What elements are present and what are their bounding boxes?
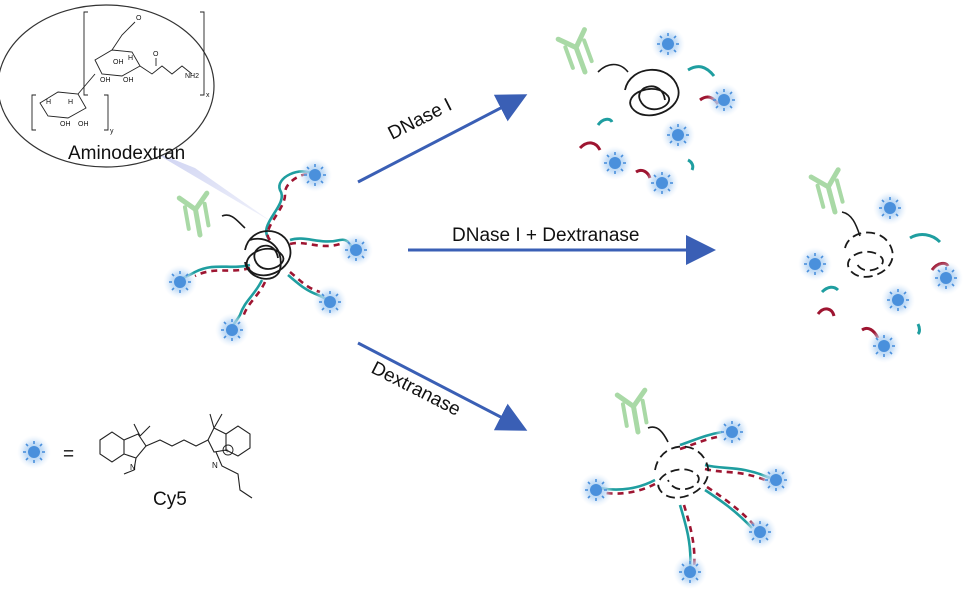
cy5-dye-icon	[706, 82, 742, 118]
cy5-dye-icon	[312, 284, 348, 320]
cy5-dye-icon	[644, 165, 680, 201]
cy5-structure-icon	[99, 413, 253, 499]
central-nanoparticle	[162, 157, 374, 348]
aminodextran-structure-icon	[31, 11, 205, 131]
cy5-dye-icon	[714, 414, 750, 450]
cy5-n-label-1: N	[212, 461, 218, 470]
cy5-dye-icon	[872, 190, 908, 226]
arrow-dnase-dextranase: DNase I + Dextranase	[408, 225, 716, 265]
oh-label-1: OH	[113, 59, 124, 66]
antibody-icon	[179, 193, 214, 237]
h-label-1: H	[46, 99, 51, 106]
cy5-dye-icon	[672, 554, 708, 590]
nh2-label: NH2	[185, 73, 199, 80]
cy5-n-label-2: N	[130, 463, 136, 472]
cy5-label: Cy5	[153, 489, 187, 510]
cy5-dye-icon	[650, 26, 686, 62]
cy5-dye-icon	[758, 462, 794, 498]
bracket-x-label: x	[206, 92, 210, 99]
bracket-y-label: y	[110, 128, 114, 135]
oh-label-5: OH	[78, 121, 89, 128]
cy5-dye-icon	[297, 157, 333, 193]
product-dnase-dextranase	[797, 170, 964, 364]
dextran-tangle-icon	[244, 230, 292, 280]
cy5-legend: = + N N Cy5	[16, 413, 253, 510]
cy5-dye-icon	[338, 232, 374, 268]
cy5-dye-icon	[797, 246, 833, 282]
dna-strand-icon	[599, 430, 771, 569]
cy5-dye-icon	[597, 145, 633, 181]
arrow-dnase: DNase I	[357, 94, 528, 184]
antibody-icon	[558, 30, 598, 77]
o-atom-label: O	[136, 15, 142, 22]
h-label-3: H	[128, 55, 133, 62]
legend-equals: =	[63, 444, 74, 465]
o-atom-label-2: O	[153, 51, 159, 58]
product-dnase	[558, 26, 742, 201]
oh-label-2: OH	[123, 77, 134, 84]
dextran-tangle-icon	[624, 68, 680, 117]
aminodextran-callout: O OH OH OH OH OH H H H O NH2 x y Aminode…	[0, 4, 272, 222]
cy5-dye-icon	[866, 328, 902, 364]
dextran-tangle-icon	[654, 445, 709, 499]
oh-label-3: OH	[100, 77, 111, 84]
arrow-dextranase: Dextranase	[357, 341, 528, 431]
h-label-2: H	[68, 99, 73, 106]
antibody-icon	[811, 170, 848, 216]
antibody-icon	[617, 390, 652, 434]
aminodextran-label: Aminodextran	[68, 143, 185, 164]
cy5-dye-icon	[578, 472, 614, 508]
cy5-dye-icon	[880, 282, 916, 318]
dextran-tangle-icon	[844, 231, 894, 278]
product-dextranase	[578, 390, 794, 590]
cy5-dye-icon	[660, 117, 696, 153]
cy5-dye-icon	[162, 264, 198, 300]
cy5-dye-icon	[16, 434, 52, 470]
plus-charge-label: +	[225, 448, 229, 455]
cy5-dye-icon	[742, 514, 778, 550]
cy5-dye-icon	[214, 312, 250, 348]
oh-label-4: OH	[60, 121, 71, 128]
arrow-both-label: DNase I + Dextranase	[452, 225, 639, 246]
cy5-dye-icon	[928, 260, 964, 296]
